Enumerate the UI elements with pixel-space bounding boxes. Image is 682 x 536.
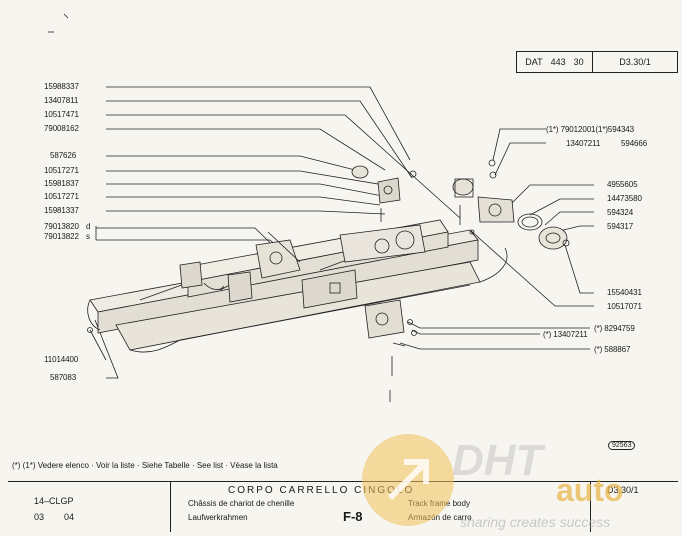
part-label: (*) 8294759 <box>594 324 635 333</box>
part-label: (1*) 79012001(1*)594343 <box>546 125 634 134</box>
part-label: 594666 <box>621 139 648 148</box>
footer-title: CORPO CARRELLO CINGOLO <box>228 485 415 496</box>
part-label: 79013820 <box>44 222 79 231</box>
part-label: 11014400 <box>44 355 79 364</box>
footer-date-a: 03 <box>34 512 45 522</box>
footer-title-es: Armazón de carro <box>408 513 472 522</box>
footer-ref: D3.30/1 <box>607 485 639 495</box>
part-label: 4955605 <box>607 180 638 189</box>
part-label: 15981837 <box>44 179 79 188</box>
part-label: 13407811 <box>44 96 79 105</box>
footer-code: 14–CLGP <box>34 496 74 506</box>
part-label: 594324 <box>607 208 634 217</box>
footer-page: F-8 <box>343 509 363 524</box>
part-label: 15540431 <box>607 288 642 297</box>
part-label: (*) 13407211 <box>543 330 588 339</box>
footer-ref-cell: D3.30/1 <box>590 482 679 532</box>
part-label: 15988337 <box>44 82 79 91</box>
dat-cell: DAT 443 30 <box>517 52 593 72</box>
part-label: 587083 <box>50 373 77 382</box>
part-label: 79013822 <box>44 232 79 241</box>
part-label: 10517071 <box>607 302 642 311</box>
part-label: 14473580 <box>607 194 642 203</box>
part-label: 594317 <box>607 222 634 231</box>
part-label: 587626 <box>50 151 77 160</box>
footer-title-block: 14–CLGP 03 04 CORPO CARRELLO CINGOLO Châ… <box>8 481 678 532</box>
header-ref: D3.30/1 <box>619 57 651 67</box>
footer-date-b: 04 <box>64 512 75 522</box>
part-label: 13407211 <box>566 139 601 148</box>
part-label: 10517471 <box>44 110 79 119</box>
side-mark-s: s <box>86 232 90 241</box>
footer-title-de: Laufwerkrahmen <box>188 513 248 522</box>
dat-label: DAT <box>525 57 543 67</box>
header-reference-box: DAT 443 30 D3.30/1 <box>516 51 678 73</box>
dat-number-1: 443 <box>550 57 566 67</box>
dat-number-2: 30 <box>573 57 584 67</box>
footer-title-en: Track frame body <box>408 499 470 508</box>
side-mark-d: d <box>86 222 91 231</box>
list-note: (*) (1*) Vedere elenco · Voir la liste ·… <box>12 461 278 470</box>
drawing-stamp: 92563 <box>608 441 636 450</box>
part-label: (*) 588867 <box>594 345 631 354</box>
part-label: 10517271 <box>44 192 79 201</box>
part-label: 15981337 <box>44 206 79 215</box>
footer-code-cell: 14–CLGP 03 04 <box>8 482 171 532</box>
part-label: 79008162 <box>44 124 79 133</box>
part-label: 10517271 <box>44 166 79 175</box>
footer-title-fr: Châssis de chariot de chenille <box>188 499 295 508</box>
